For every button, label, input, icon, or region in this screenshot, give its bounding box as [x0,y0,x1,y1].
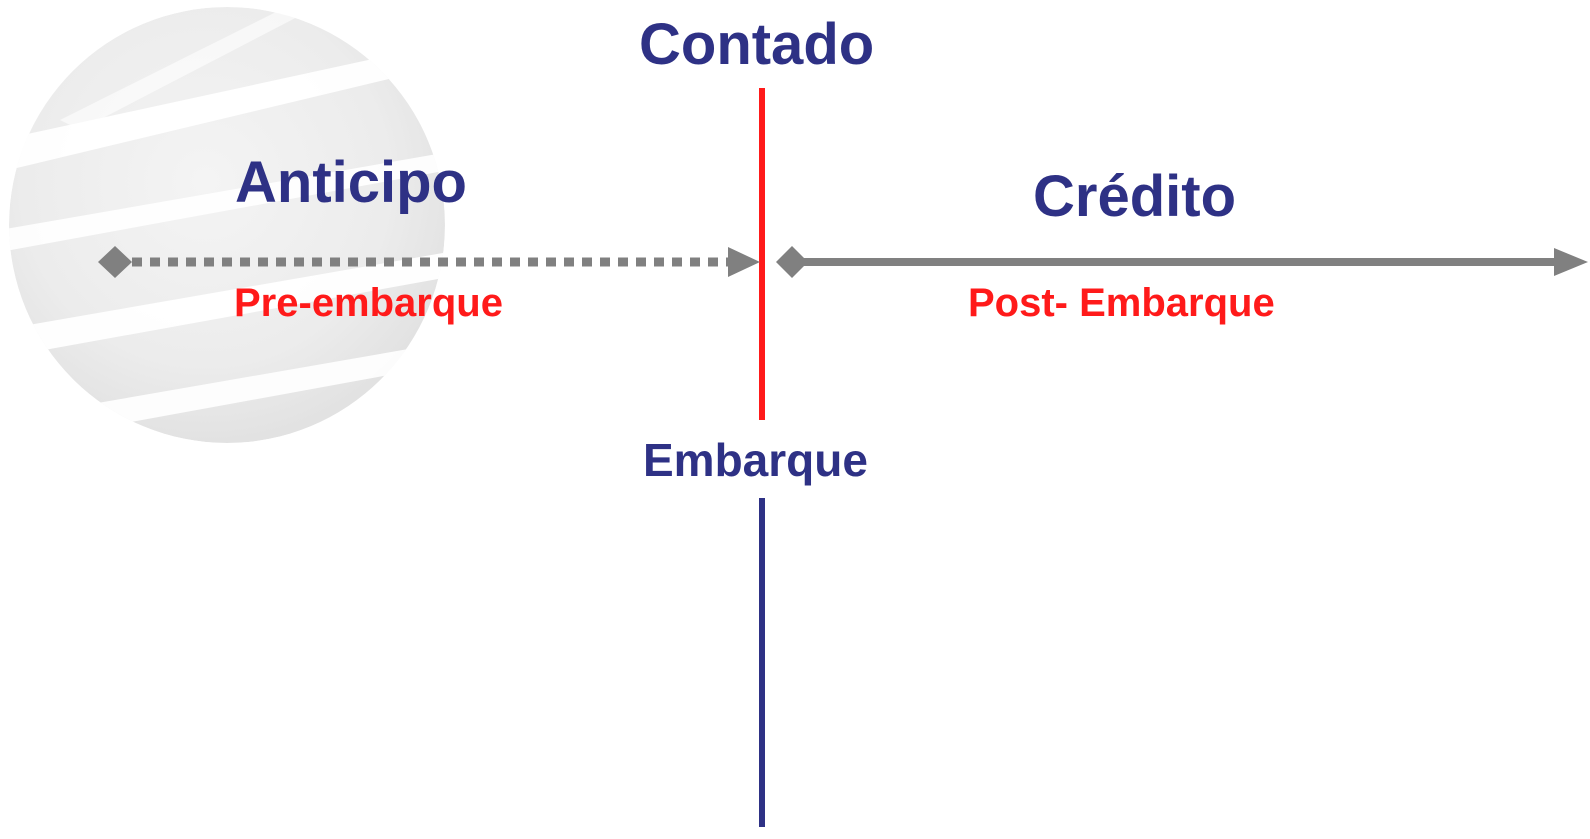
diamond-tail-icon [98,246,132,278]
credito-label: Crédito [1033,164,1236,229]
globe-watermark-icon [9,7,445,443]
pre-embarque-arrow [98,246,760,278]
post-embarque-arrow [776,246,1588,278]
diamond-tail-icon [776,246,808,278]
arrowhead-icon [728,247,760,277]
pre-embarque-label: Pre-embarque [234,281,503,325]
anticipo-label: Anticipo [235,150,467,215]
embarque-label: Embarque [643,434,868,486]
arrowhead-icon [1554,248,1588,276]
post-embarque-label: Post- Embarque [968,281,1275,325]
contado-label: Contado [639,12,875,77]
